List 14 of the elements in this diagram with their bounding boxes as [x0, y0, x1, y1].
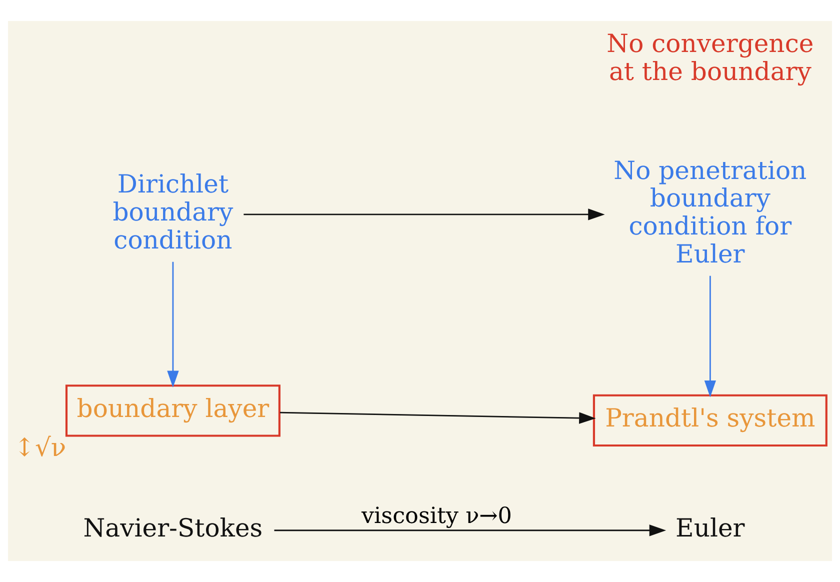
- node-text: No penetration boundary condition for Euler: [614, 156, 807, 268]
- edge-label: viscosity ν→0: [362, 503, 512, 530]
- arrow: [704, 276, 716, 398]
- node-label: ↕√ν: [14, 432, 66, 462]
- arrow: [244, 208, 605, 220]
- arrow: [274, 524, 666, 536]
- node-text: Dirichlet boundary condition: [112, 170, 234, 254]
- arrow: [167, 262, 179, 388]
- label: No convergence at the boundary: [606, 29, 814, 86]
- node-text: Euler: [676, 514, 745, 543]
- node-box: boundary layer: [65, 384, 280, 437]
- arrow: [280, 412, 596, 424]
- node-text: Navier-Stokes: [83, 514, 263, 543]
- node-box: Prandtl's system: [592, 394, 828, 447]
